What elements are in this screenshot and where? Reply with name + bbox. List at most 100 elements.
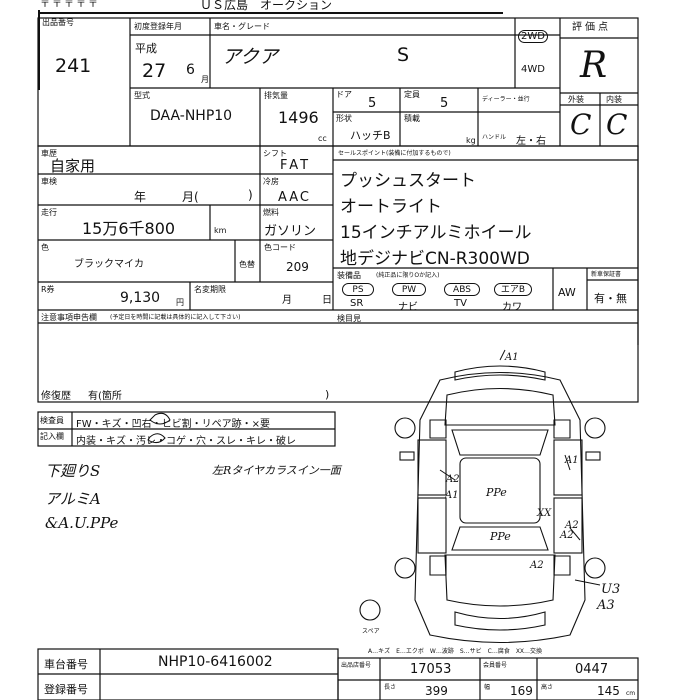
displacement: 1496 [278, 108, 319, 127]
capacity: 5 [440, 96, 449, 111]
inspector-row1: FW・キズ・凹右・ヒビ割・リペア跡・×要 [76, 419, 271, 430]
length-label: 長さ [384, 684, 397, 691]
new-car-label: 新車保証書 [591, 271, 622, 278]
auction-title: ＵＳ広島 オークション [200, 0, 333, 12]
notes-sub: (予定日を時間に記載は具体的に記入して下さい) [110, 314, 241, 321]
shift-label: シフト [263, 149, 287, 158]
width-value: 169 [510, 684, 533, 698]
name-change-label: 名変期限 [194, 285, 226, 294]
equipment-sub: (純正品に限りOか記入) [376, 272, 440, 279]
height-label: 高さ [541, 684, 554, 691]
equip-ps: PS [342, 283, 374, 296]
model-name: アクア [222, 46, 279, 68]
mark-xx: XX [537, 508, 552, 519]
capacity-label: 定員 [404, 90, 420, 99]
mark-a2-bottom: A2 [530, 560, 544, 571]
load-label: 積載 [404, 114, 420, 123]
doors-label: ドア [336, 90, 352, 99]
aircon: AAC [278, 190, 311, 205]
usage-label: 車歴 [41, 149, 57, 158]
mark-a2-door: A2 [565, 520, 579, 531]
reg-year: 27 [142, 60, 167, 82]
selling-line-2: オートライト [340, 197, 442, 217]
diagram-label: 検目見 [337, 314, 361, 323]
handle: 左・右 [516, 136, 546, 147]
color-change-label: 色替 [239, 260, 255, 269]
cm-unit: cm [626, 690, 636, 697]
mark-a1-left: A1 [445, 490, 459, 501]
equipment-label: 装備品 [337, 271, 361, 280]
era: 平成 [135, 42, 157, 55]
km-unit: km [214, 226, 227, 235]
inspector-label: 検査員 [40, 416, 64, 425]
hand-note-2: アルミA [45, 490, 101, 508]
mark-u3: U3 [601, 582, 621, 597]
reg-label: 登録番号 [44, 683, 88, 696]
cc-unit: cc [318, 134, 327, 143]
mileage-label: 走行 [41, 208, 57, 217]
equip-abs: ABS [444, 283, 480, 296]
recycle-amount: 9,130 [120, 290, 161, 306]
length-value: 399 [425, 684, 448, 698]
deadline-day: 日 [322, 295, 332, 306]
repair-label: 修復歴 [41, 391, 71, 402]
lot-label: 出品番号 [42, 18, 74, 27]
hand-note-3: &A.U.PPe [45, 514, 119, 532]
int-label: 内装 [606, 95, 622, 104]
chassis-label: 車台番号 [44, 658, 88, 671]
new-car-value: 有・無 [594, 292, 627, 305]
exhibitor-label: 出品店番号 [341, 662, 372, 669]
recycle-label: R券 [41, 285, 55, 294]
top-marks: 〒〒〒〒〒 [40, 0, 100, 10]
reg-month: 6 [186, 62, 195, 78]
inspection-paren: ) [248, 188, 253, 202]
hand-note-1: 下廻りS [45, 462, 101, 480]
equip-sr: SR [350, 298, 364, 309]
repair-value: 有(箇所 [88, 391, 122, 402]
ext-label: 外装 [568, 95, 584, 104]
yen-unit: 円 [176, 298, 184, 307]
selling-label: セールスポイント(装備に付加するもので) [338, 150, 451, 157]
doors: 5 [368, 96, 377, 111]
mark-a2-left: A2 [446, 474, 460, 485]
grade: S [397, 44, 410, 66]
shift: FAT [280, 158, 312, 173]
selling-line-1: プッシュスタート [340, 171, 476, 191]
fuel-label: 燃料 [263, 208, 279, 217]
mark-ppe-rear: PPe [490, 530, 511, 543]
mark-a3: A3 [597, 598, 615, 613]
equip-airbag: エアB [494, 283, 532, 296]
mark-a1-top: A1 [505, 352, 519, 363]
exhibitor-number: 17053 [410, 662, 452, 677]
fuel: ガソリン [264, 224, 317, 239]
selling-line-3: 15インチアルミホイール [340, 223, 532, 243]
first-reg-label: 初度登録年月 [134, 22, 182, 31]
ext-score: C [570, 108, 592, 141]
mark-ppe-roof: PPe [486, 486, 507, 499]
lot-number: 241 [55, 55, 92, 77]
damage-legend: A…キズ E…エクボ W…波跡 S…サビ C…腐食 XX…交換 [368, 648, 543, 655]
inspection-year: 年 [134, 190, 147, 204]
repair-close: ) [325, 388, 330, 401]
equip-leather: カワ [502, 302, 522, 313]
deadline-month: 月 [282, 295, 292, 306]
usage: 自家用 [50, 157, 96, 175]
shape: ハッチB [350, 129, 391, 142]
dealer-label: ディーラー・並行 [482, 96, 530, 103]
int-score: C [606, 108, 628, 141]
equip-aw: AW [558, 286, 576, 299]
score-value: R [580, 45, 608, 86]
shape-label: 形状 [336, 114, 352, 123]
mileage: 15万6千800 [82, 219, 176, 238]
model-code-label: 型式 [134, 91, 150, 100]
color: ブラックマイカ [74, 259, 144, 270]
equip-tv: TV [454, 298, 467, 309]
spare-label: スペア [362, 628, 380, 635]
notes-label: 注意事項申告欄 [41, 313, 97, 322]
drive-4wd: 4WD [521, 64, 545, 75]
width-label: 幅 [484, 684, 491, 691]
inspector-row2: 内装・キズ・汚レ・コゲ・穴・スレ・キレ・破レ [76, 436, 296, 447]
selling-line-4: 地デジナビCN-R300WD [340, 249, 530, 269]
displacement-label: 排気量 [264, 91, 288, 100]
